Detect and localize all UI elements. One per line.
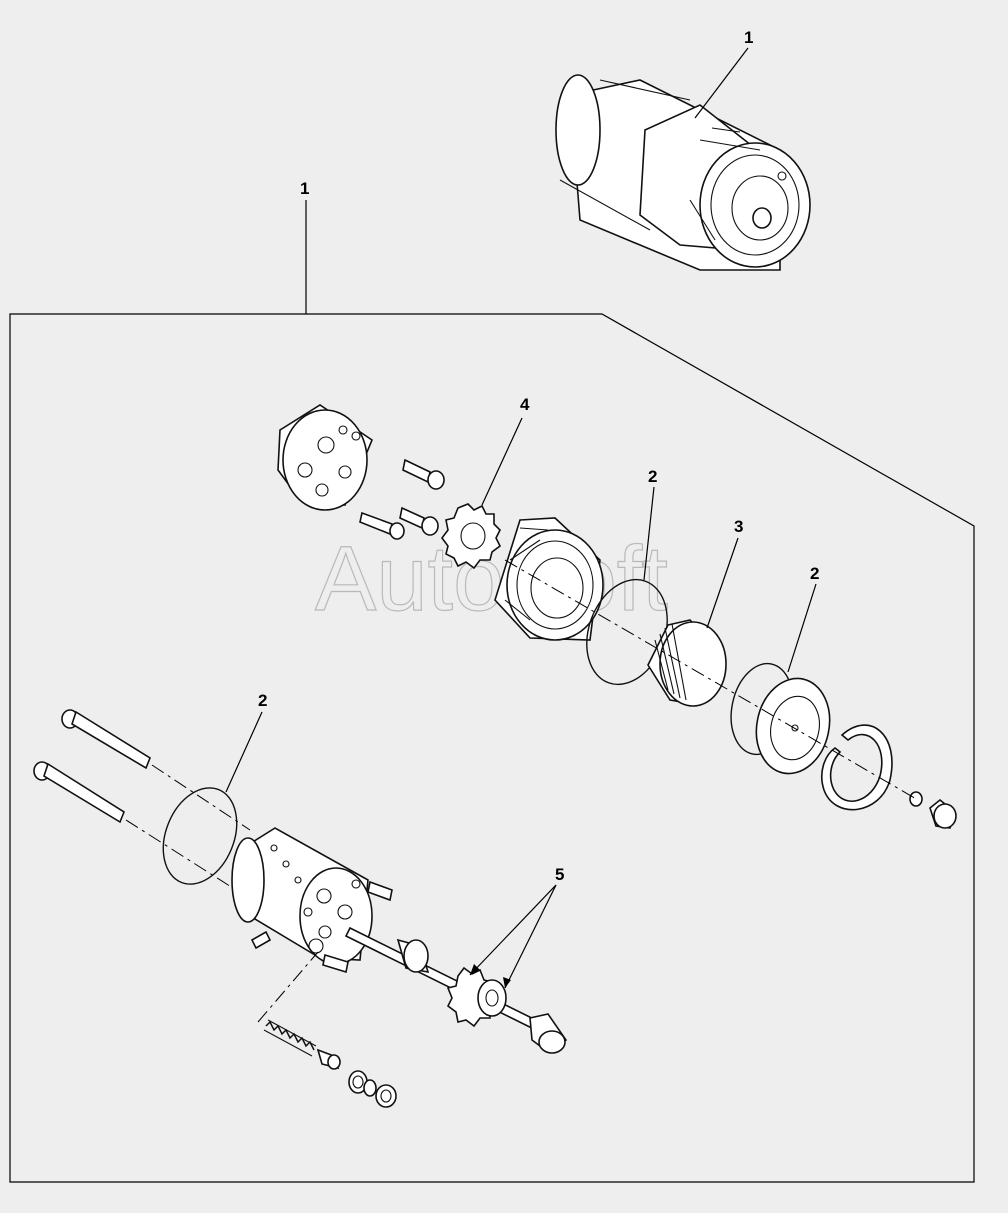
cage-housing: [494, 517, 604, 641]
hex-bolt: [929, 798, 957, 829]
callout-5: 5: [555, 865, 564, 884]
axis-line-upper: [504, 559, 919, 801]
cap-screws: [359, 458, 445, 540]
leader-2-left: [225, 711, 263, 793]
callout-2-right: 2: [810, 564, 819, 583]
sealing-washer-b: [375, 1084, 397, 1108]
pump-body: [231, 827, 393, 974]
valve-plunger: [316, 1048, 341, 1070]
leader-3: [706, 537, 739, 629]
drive-shaft: [344, 926, 562, 1042]
callout-1-top: 1: [744, 28, 753, 47]
arrowhead-5b: [503, 977, 511, 988]
callout-4: 4: [520, 395, 530, 414]
long-bolt-upper: [61, 709, 151, 770]
sealing-washer-a: [363, 1079, 377, 1097]
snap-ring: [820, 724, 893, 811]
axis-line-bolt-lower: [125, 819, 237, 891]
diagram-frame: [9, 313, 975, 1183]
callout-3: 3: [734, 517, 743, 536]
callout-2-left: 2: [258, 691, 267, 710]
leader-2-right: [787, 583, 817, 673]
leader-1-top: [694, 47, 749, 119]
long-bolt-lower: [33, 761, 125, 824]
gear-set: [446, 966, 507, 1028]
needle-bearing: [647, 619, 727, 707]
leader-5b: [504, 884, 557, 989]
thrust-washer: [755, 677, 831, 775]
leader-5a: [469, 884, 557, 976]
spur-gear: [441, 503, 502, 570]
o-ring-left: [162, 787, 238, 885]
valve-axis-line: [257, 951, 319, 1023]
leader-2-middle: [643, 486, 655, 581]
axis-line-bolt-upper: [151, 764, 251, 831]
assembled-unit: [555, 74, 811, 271]
shaft-bushing: [396, 938, 430, 974]
relief-spring: [263, 1019, 317, 1057]
set-screw: [250, 930, 272, 950]
callout-2-middle: 2: [648, 467, 657, 486]
lock-washer: [909, 791, 923, 807]
end-bushing: [529, 1013, 568, 1054]
callout-1-main: 1: [300, 179, 309, 198]
end-plate: [277, 404, 373, 511]
leader-4: [481, 417, 523, 506]
arrowhead-5a: [470, 964, 480, 975]
